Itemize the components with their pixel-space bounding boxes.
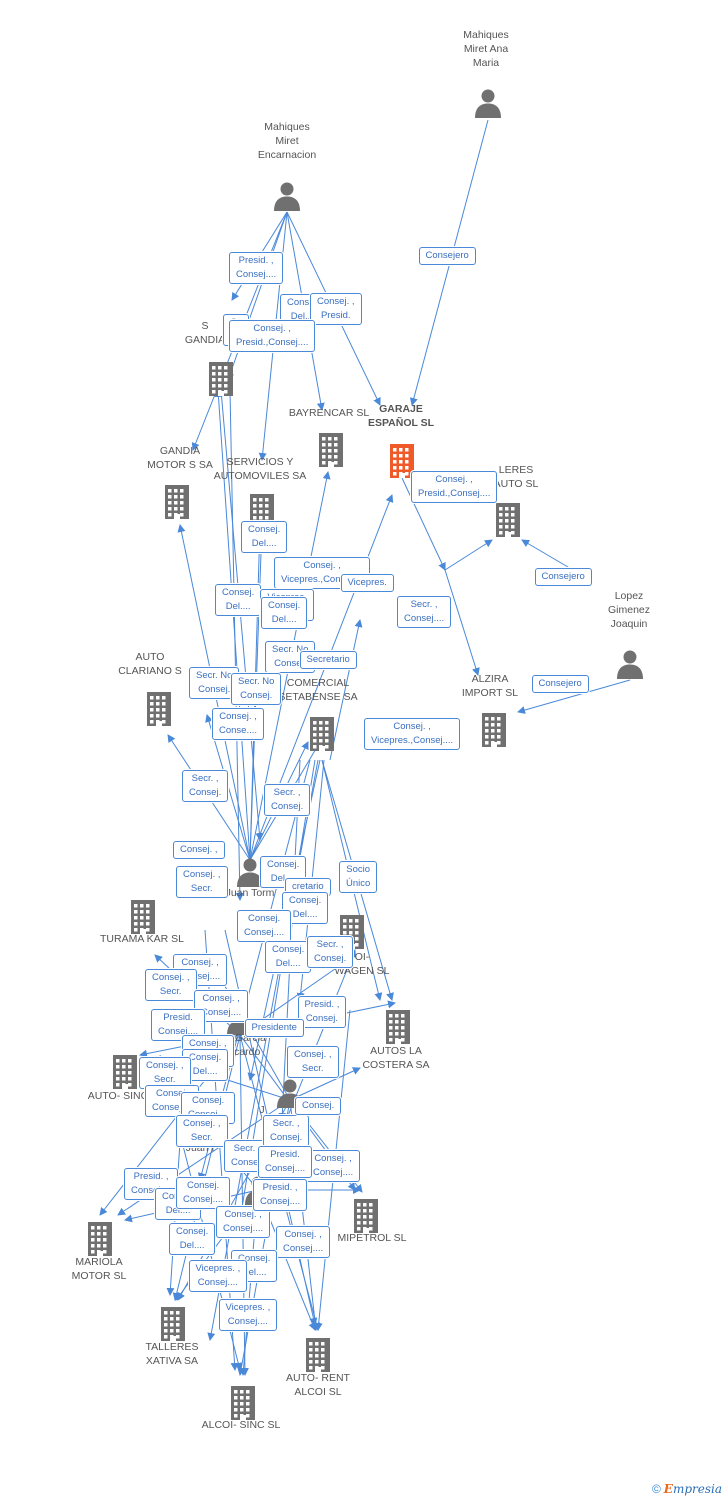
building-icon[interactable] (383, 1010, 413, 1049)
building-icon[interactable] (316, 433, 346, 472)
building-icon[interactable] (128, 900, 158, 939)
relationship-edge (444, 569, 480, 676)
role-label[interactable]: Consejero (531, 675, 589, 693)
company-name[interactable]: AUTO CLARIANO S (118, 651, 182, 677)
company-name[interactable]: ALCOI- SINC SL (201, 1419, 281, 1431)
company-name[interactable]: TURAMA KAR SL (99, 933, 185, 945)
building-icon[interactable] (303, 1338, 333, 1377)
company-name[interactable]: SERVICIOS Y AUTOMOVILES SA (213, 456, 307, 482)
role-label[interactable]: Consej. , Secr. (176, 866, 228, 898)
role-label[interactable]: Consej. , Secr. (145, 969, 197, 1001)
person-name[interactable]: Mahiques Miret Ana Maria (463, 29, 509, 69)
relationship-edge (401, 477, 446, 571)
person-name[interactable]: J (259, 1104, 265, 1116)
role-label[interactable]: Consej. , Consej.... (216, 1206, 271, 1238)
role-label[interactable]: Consejero (534, 568, 592, 586)
person-name[interactable]: Juan Torm (225, 887, 275, 899)
role-label[interactable]: Secretario (299, 651, 357, 669)
building-icon[interactable] (158, 1307, 188, 1346)
role-label[interactable]: Consej. , Vicepres.,Consej.... (364, 718, 461, 750)
role-label[interactable]: Consej. Del.... (261, 597, 308, 629)
role-label[interactable]: Presid. , Consej.... (229, 252, 284, 284)
role-label[interactable]: Consej. Del.... (169, 1223, 216, 1255)
role-label[interactable]: Consej. , Secr. (139, 1057, 191, 1089)
company-name[interactable]: GARAJE ESPAÑOL SL (367, 403, 435, 429)
role-label[interactable]: Secr. , Consej. (307, 936, 354, 968)
role-label[interactable]: Consej. , (173, 841, 225, 859)
role-label[interactable]: Vicepres. (340, 574, 394, 592)
building-icon[interactable] (493, 503, 523, 542)
role-label[interactable]: Consej. , Consej.... (306, 1150, 361, 1182)
role-label[interactable]: Socio Único (339, 861, 378, 893)
building-icon[interactable] (162, 485, 192, 524)
relationship-edge (278, 759, 301, 1121)
role-label[interactable]: Consej. Del.... (241, 521, 288, 553)
brand-footer[interactable]: ©Empresia (652, 1482, 722, 1496)
brand-name: mpresia (672, 1482, 722, 1496)
role-label[interactable]: Consej. (295, 1097, 342, 1115)
company-name[interactable]: ALZIRA IMPORT SL (461, 673, 519, 699)
building-icon[interactable] (351, 1199, 381, 1238)
role-label[interactable]: Presid. , Consej.... (253, 1179, 308, 1211)
building-icon[interactable] (307, 717, 337, 756)
building-icon[interactable] (144, 692, 174, 731)
role-label[interactable]: Consej. , Consej.... (276, 1226, 331, 1258)
role-label[interactable]: Presidente (244, 1019, 304, 1037)
person-name[interactable]: Lopez Gimenez Joaquin (607, 590, 650, 630)
company-name[interactable]: TALLERES XATIVA SA (145, 1341, 199, 1367)
company-name[interactable]: OI- WAGEN SL (334, 951, 390, 977)
relationship-edge (444, 539, 493, 571)
role-label[interactable]: Secr. No Consej. (231, 673, 282, 705)
role-label[interactable]: Presid. Consej.... (258, 1146, 313, 1178)
company-name[interactable]: MIPETROL SL (337, 1232, 407, 1244)
relationship-edge (214, 389, 251, 861)
relationship-edge (329, 619, 363, 761)
role-label[interactable]: Consej. , Presid.,Consej.... (229, 320, 316, 352)
relationship-edge (172, 1034, 241, 1301)
role-label[interactable]: Consej. Del.... (260, 856, 307, 888)
role-label[interactable]: Vicepres. , Consej.... (218, 1299, 278, 1331)
company-name[interactable]: BAYRENCAR SL (288, 407, 370, 419)
person-icon[interactable] (235, 857, 265, 892)
company-name[interactable]: AUTO- RENT ALCOI SL (286, 1372, 350, 1398)
building-icon[interactable] (85, 1222, 115, 1261)
company-name[interactable]: GANDIA MOTOR S SA (147, 445, 213, 471)
company-name[interactable]: S GANDIA (184, 320, 226, 346)
brand-initial: E (663, 1482, 673, 1496)
copyright-symbol: © (651, 1482, 661, 1496)
role-label[interactable]: Consej. Del.... (265, 941, 312, 973)
role-label[interactable]: Consej. , Secr. (287, 1046, 339, 1078)
company-name[interactable]: AUTO- SINC (87, 1090, 149, 1102)
building-icon[interactable] (387, 444, 417, 483)
person-icon[interactable] (473, 88, 503, 123)
building-icon[interactable] (479, 713, 509, 752)
building-icon[interactable] (110, 1055, 140, 1094)
person-name[interactable]: Mahiques Miret Encarnacion (257, 121, 317, 161)
role-label[interactable]: Secr. , Consej. (263, 1115, 310, 1147)
relationship-edge (517, 679, 631, 714)
role-label[interactable]: Secr. , Consej.... (397, 596, 452, 628)
building-icon[interactable] (206, 362, 236, 401)
company-name[interactable]: LERES AUTO SL (493, 464, 539, 490)
company-name[interactable]: AUTOS LA COSTERA SA (362, 1045, 430, 1071)
role-label[interactable]: Consej. Consej.... (176, 1177, 231, 1209)
role-label[interactable]: Secr. , Consej. (264, 784, 311, 816)
role-label[interactable]: Consej. Consej.... (237, 910, 292, 942)
person-icon[interactable] (272, 181, 302, 216)
relationship-edge (289, 1067, 361, 1101)
relationship-edge (226, 211, 288, 381)
role-label[interactable]: Consej. , Secr. (176, 1115, 228, 1147)
company-name[interactable]: COMERCIAL SETABENSE SA (278, 677, 358, 703)
role-label[interactable]: Presid. , Consej. (297, 996, 347, 1028)
role-label[interactable]: Consej. , Presid.,Consej.... (411, 471, 498, 503)
person-icon[interactable] (615, 649, 645, 684)
company-name[interactable]: MARIOLA MOTOR SL (71, 1256, 127, 1282)
role-label[interactable]: Consej. , Conse.... (212, 708, 265, 740)
building-icon[interactable] (228, 1386, 258, 1425)
role-label[interactable]: Consejero (418, 247, 476, 265)
role-label[interactable]: Secr. , Consej. (182, 770, 229, 802)
role-label[interactable]: Consej. , Presid. (310, 293, 362, 325)
role-label[interactable]: Consej. Del.... (215, 584, 262, 616)
role-label[interactable]: Vicepres. , Consej.... (188, 1260, 248, 1292)
